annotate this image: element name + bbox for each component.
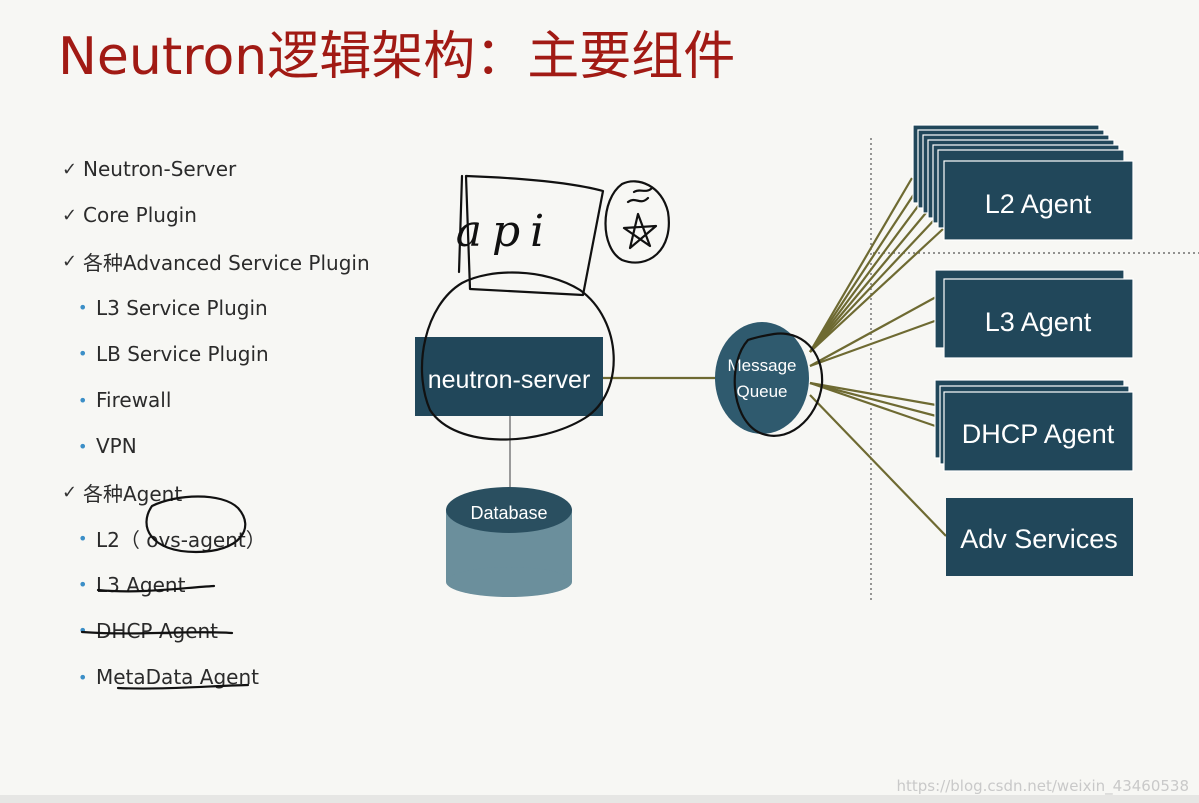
bullet-dot-icon: •: [78, 529, 88, 549]
neutron-server-label: neutron-server: [428, 366, 591, 394]
bullet-neutron-server: ✓ Neutron-Server: [62, 146, 370, 192]
l2-agent-label: L2 Agent: [985, 189, 1092, 219]
queue-label-line1: Message: [728, 356, 797, 375]
bullet-core-plugin: ✓ Core Plugin: [62, 192, 370, 238]
bullet-l3-service-plugin: • L3 Service Plugin: [62, 285, 370, 331]
queue-l2-link-3: [809, 197, 925, 353]
bullet-text: LB Service Plugin: [96, 341, 269, 366]
queue-dhcp-link-2: [809, 381, 941, 419]
checkmark-icon: ✓: [62, 158, 78, 180]
bullet-dot-icon: •: [78, 390, 88, 410]
bullet-dot-icon: •: [78, 575, 88, 595]
bullet-text: DHCP Agent: [96, 618, 219, 643]
dhcp-agent-node: DHCP Agent: [934, 379, 1134, 472]
bullet-firewall: • Firewall: [62, 377, 370, 423]
queue-adv-link: [809, 394, 947, 537]
handwritten-squiggle: [626, 186, 654, 204]
handwritten-api-box: [457, 174, 605, 297]
connector-lines: [603, 177, 947, 537]
queue-dhcp-link-1: [809, 381, 937, 407]
bullet-lb-service-plugin: • LB Service Plugin: [62, 331, 370, 377]
bullet-text: Core Plugin: [83, 203, 197, 228]
bullet-dot-icon: •: [78, 344, 88, 364]
queue-l2-link-5: [809, 217, 937, 353]
slide-title: Neutron逻辑架构：主要组件: [58, 27, 736, 87]
handwritten-underline-dhcp: [80, 630, 234, 635]
queue-l2-link-4: [809, 207, 931, 353]
bottom-bar: [0, 795, 1199, 803]
handwritten-underline-l3: [96, 584, 216, 593]
l3-agent-label: L3 Agent: [985, 307, 1092, 337]
bullet-vpn: • VPN: [62, 423, 370, 469]
checkmark-icon: ✓: [62, 481, 78, 503]
bullet-advanced-service-plugin: ✓ 各种Advanced Service Plugin: [62, 238, 370, 284]
queue-l3-link-2: [809, 316, 944, 368]
queue-dhcp-link-3: [809, 381, 945, 431]
bullet-agents: ✓ 各种Agent: [62, 469, 370, 515]
bullet-dot-icon: •: [78, 298, 88, 318]
handwritten-circle-server: [420, 271, 615, 441]
handwritten-star-icon: [622, 212, 658, 250]
handwritten-api-label: api: [456, 206, 554, 257]
handwritten-circle-queue: [733, 332, 824, 437]
bullet-text: 各种Advanced Service Plugin: [83, 250, 370, 275]
bullet-text: L3 Service Plugin: [96, 295, 268, 320]
queue-l2-link-6: [809, 228, 944, 353]
bullet-l3-agent: • L3 Agent: [62, 562, 370, 608]
bullet-text: Neutron-Server: [83, 157, 237, 182]
bullet-text: 各种Agent: [83, 481, 183, 506]
watermark-url: https://blog.csdn.net/weixin_43460538: [896, 777, 1189, 795]
bullet-text: L3 Agent: [96, 572, 186, 597]
handwritten-circle-ovs: [145, 495, 247, 554]
message-queue-node: Message Queue: [715, 322, 809, 434]
queue-l2-link-1: [809, 177, 913, 353]
queue-label-line2: Queue: [736, 382, 787, 401]
l3-agent-node: L3 Agent: [934, 269, 1134, 359]
bullet-text: Firewall: [96, 388, 172, 413]
l2-agent-node: L2 Agent: [912, 124, 1134, 241]
queue-l3-link-1: [809, 296, 937, 367]
neutron-server-node: neutron-server: [415, 337, 603, 416]
adv-services-node: Adv Services: [946, 498, 1133, 576]
bullet-text: VPN: [96, 434, 137, 459]
handwritten-underline-metadata: [116, 683, 250, 690]
bullet-dot-icon: •: [78, 436, 88, 456]
checkmark-icon: ✓: [62, 250, 78, 272]
adv-services-label: Adv Services: [960, 524, 1118, 554]
dhcp-agent-label: DHCP Agent: [962, 419, 1115, 449]
handwritten-annotations: api: [80, 174, 824, 690]
database-label: Database: [470, 503, 547, 523]
bullet-dot-icon: •: [78, 667, 88, 687]
checkmark-icon: ✓: [62, 204, 78, 226]
database-node: Database: [446, 487, 572, 597]
queue-l2-link-2: [809, 187, 919, 353]
